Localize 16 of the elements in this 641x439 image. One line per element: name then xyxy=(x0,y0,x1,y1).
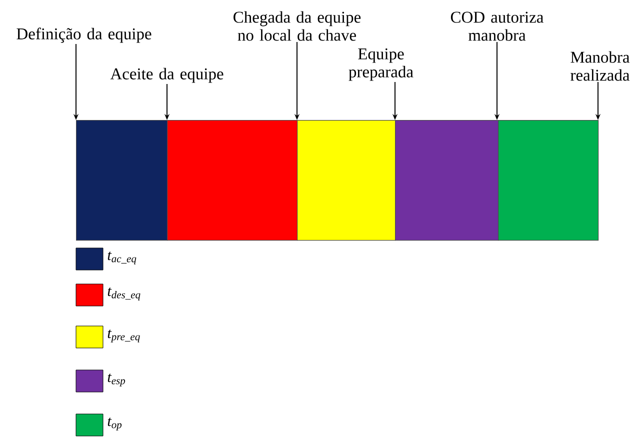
event-label: Definição da equipe xyxy=(16,28,152,43)
timeline-segment xyxy=(297,120,396,241)
legend-label: t$_{des_eq}$ xyxy=(108,288,140,300)
event-label: COD autoriza manobra xyxy=(450,12,544,41)
legend-label: t$_{pre_eq}$ xyxy=(108,330,140,342)
legend-label: t$_{op}$ xyxy=(108,418,122,430)
legend-label: t$_{esp}$ xyxy=(108,374,126,386)
event-label: Equipe preparada xyxy=(348,48,414,81)
timeline-segment xyxy=(76,120,168,241)
legend-label: t$_{ac_eq}$ xyxy=(108,252,136,264)
timeline-segment xyxy=(395,120,499,241)
event-label: Chegada da equipe no local da chave xyxy=(234,11,361,41)
timeline-segment xyxy=(167,120,298,241)
event-label: Manobra realizada xyxy=(570,51,630,81)
event-label: Aceite da equipe xyxy=(110,68,224,83)
timeline-segment xyxy=(498,120,599,241)
